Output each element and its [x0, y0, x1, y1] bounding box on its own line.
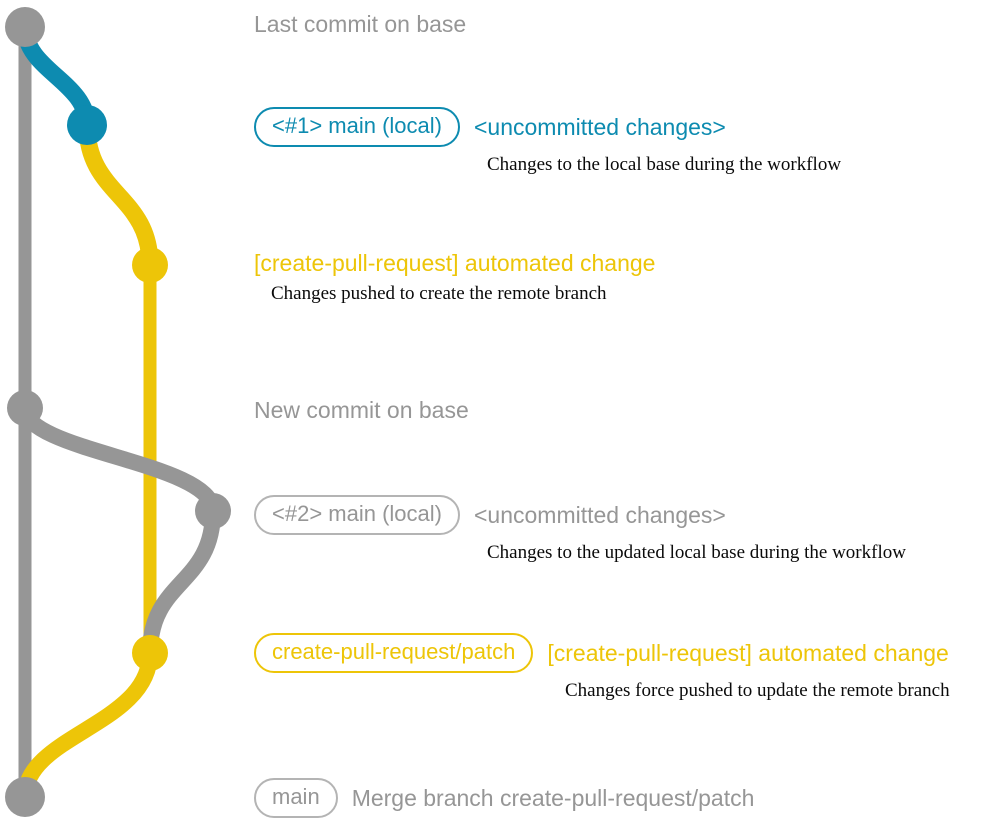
- commit-headline: New commit on base: [254, 397, 469, 423]
- commit-subtext: Changes force pushed to update the remot…: [565, 680, 950, 701]
- branch-badge-main[interactable]: main: [254, 778, 338, 818]
- branch-badge-main-local-2[interactable]: <#2> main (local): [254, 495, 460, 535]
- node-local-1: [67, 105, 107, 145]
- commit-row-new-commit-on-base: New commit on base: [254, 396, 469, 424]
- node-local-2: [195, 493, 231, 529]
- node-base-merge: [5, 777, 45, 817]
- commit-headline: Last commit on base: [254, 11, 467, 37]
- commit-headline: [create-pull-request] automated change: [547, 640, 949, 666]
- branch-badge-label: main: [272, 784, 320, 809]
- commit-nodes: [5, 7, 231, 817]
- commit-row-automated-change-1: [create-pull-request] automated change C…: [254, 249, 655, 306]
- commit-row-merge-commit: main Merge branch create-pull-request/pa…: [254, 778, 754, 818]
- commit-headline: [create-pull-request] automated change: [254, 250, 656, 276]
- commit-headline: <uncommitted changes>: [473, 114, 726, 140]
- commit-row-automated-change-2: create-pull-request/patch [create-pull-r…: [254, 633, 950, 703]
- branch-badge-create-pull-request-patch[interactable]: create-pull-request/patch: [254, 633, 534, 673]
- commit-row-local-uncommitted-1: <#1> main (local) <uncommitted changes> …: [254, 107, 841, 177]
- edge-local-2-to-patch-2: [142, 503, 221, 661]
- node-base-new: [7, 390, 43, 426]
- commit-subtext: Changes pushed to create the remote bran…: [271, 283, 607, 304]
- commit-row-local-uncommitted-2: <#2> main (local) <uncommitted changes> …: [254, 495, 906, 565]
- branch-badge-label: create-pull-request/patch: [272, 639, 516, 664]
- edge-base-new-to-local-2: [17, 400, 221, 519]
- commit-headline: <uncommitted changes>: [473, 502, 726, 528]
- branch-badge-label: <#2> main (local): [272, 501, 442, 526]
- node-patch-2: [132, 635, 168, 671]
- commit-headline: Merge branch create-pull-request/patch: [351, 785, 755, 811]
- node-base-head: [5, 7, 45, 47]
- branch-badge-main-local-1[interactable]: <#1> main (local): [254, 107, 460, 147]
- edge-patch-2-to-base-merge: [17, 645, 158, 805]
- commit-subtext: Changes to the updated local base during…: [487, 542, 906, 563]
- commit-subtext: Changes to the local base during the wor…: [487, 154, 842, 175]
- commit-row-last-commit-on-base: Last commit on base: [254, 10, 466, 38]
- node-patch-1: [132, 247, 168, 283]
- edge-local-1-to-patch-1: [78, 116, 159, 274]
- branch-badge-label: <#1> main (local): [272, 113, 442, 138]
